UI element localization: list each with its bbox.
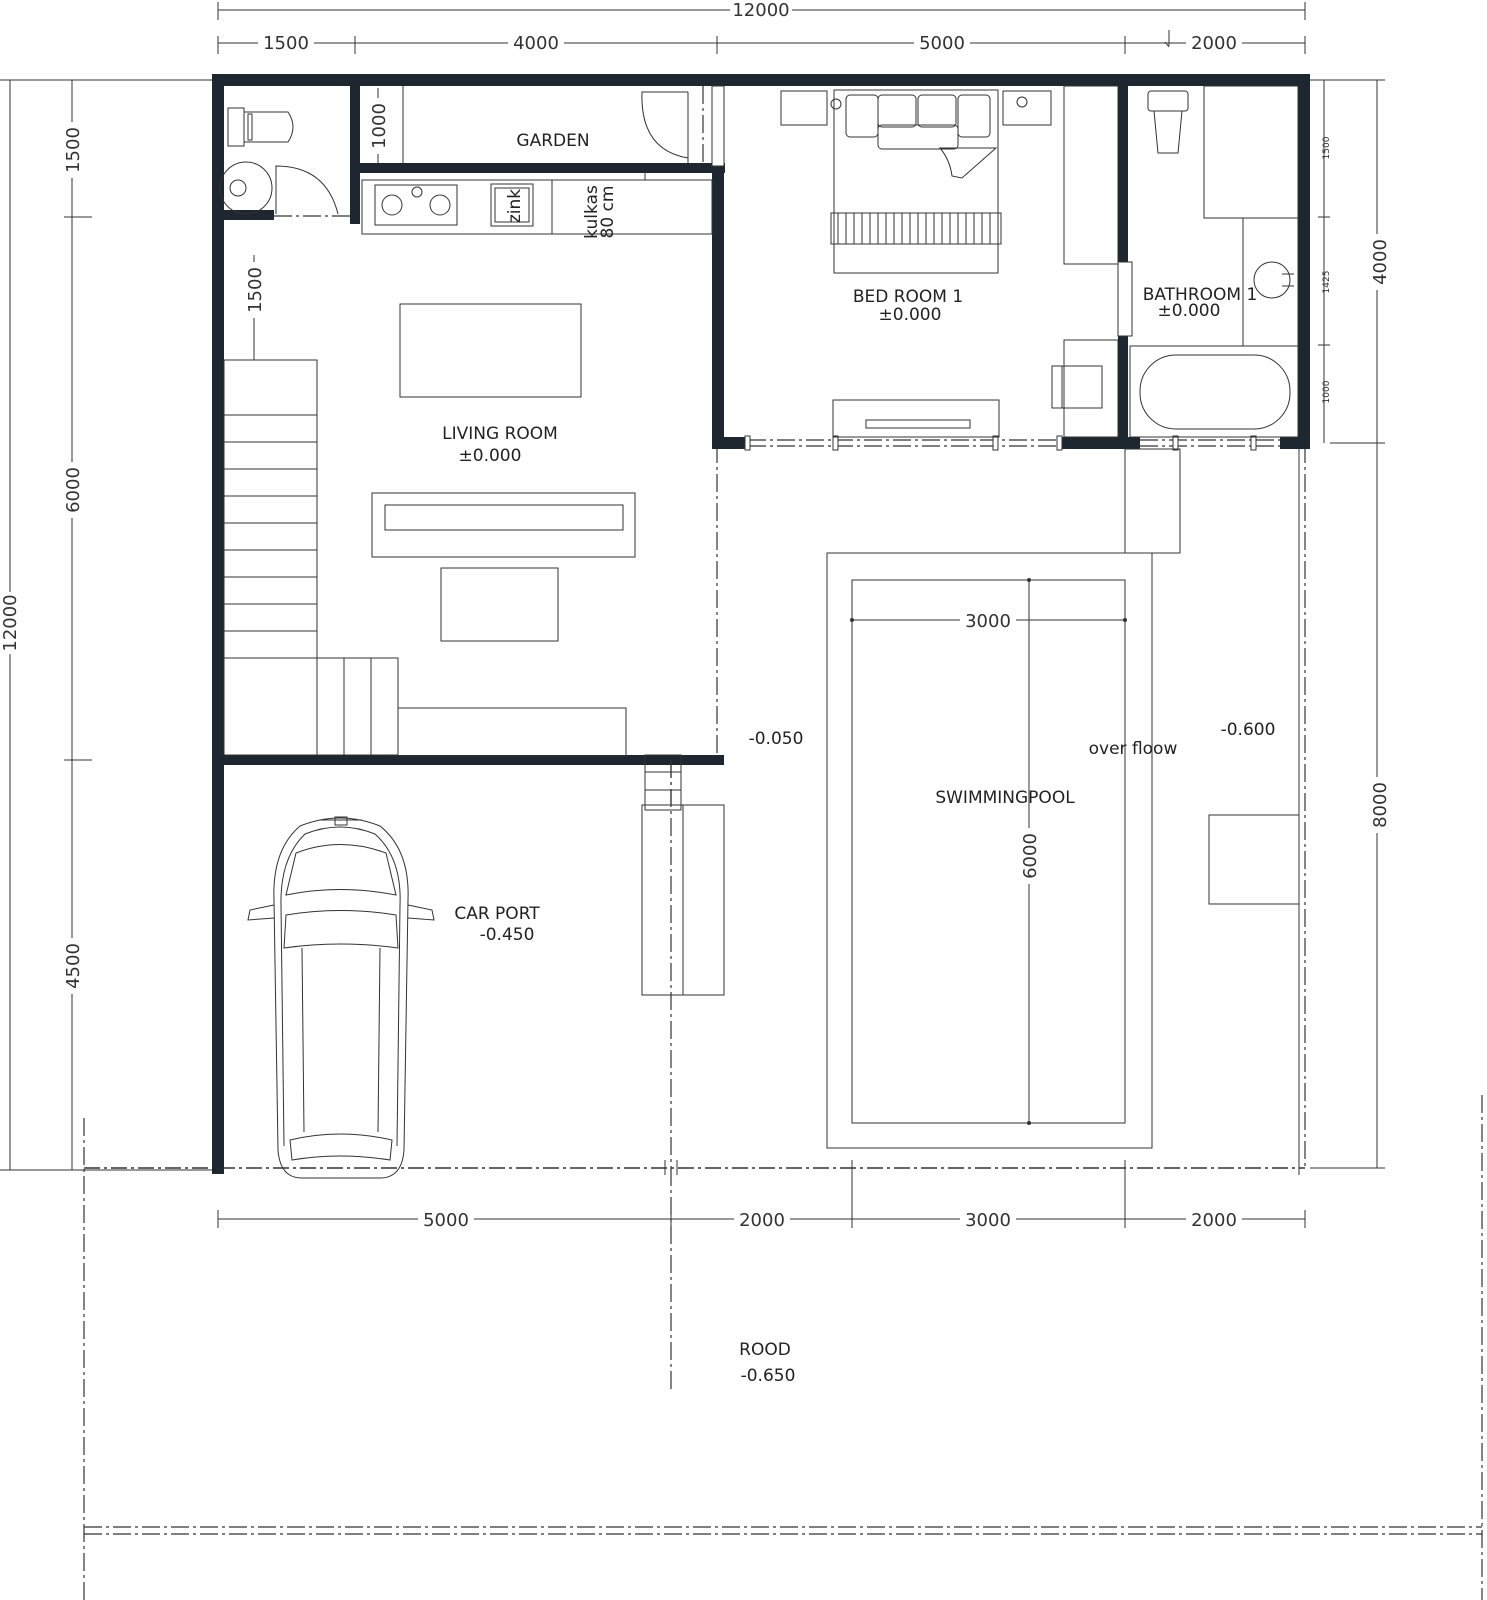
left-dimension-labels: 12000 1500 6000 4500 1000 1500: [0, 98, 390, 994]
bottom-dimension-2: 2000: [739, 1210, 785, 1231]
carport-name: CAR PORT: [454, 904, 540, 924]
wc-fixtures: [219, 107, 339, 215]
left-dimension-1: 1500: [63, 127, 84, 173]
deck-level: -0.050: [749, 729, 804, 749]
sink-label: zink: [505, 189, 525, 223]
top-dimension-4: 2000: [1191, 33, 1237, 54]
left-dimension-3: 4500: [63, 943, 84, 989]
garden-label: GARDEN: [516, 131, 589, 151]
walls: [212, 74, 1310, 1174]
bed-throw-stripes: [837, 213, 991, 244]
pool-area-level: -0.600: [1221, 720, 1276, 740]
bedroom-furniture: [780, 85, 1119, 438]
pool-name: SWIMMINGPOOL: [935, 788, 1075, 808]
right-dimension-upper: 4000: [1370, 239, 1391, 285]
right-dimension-lower: 8000: [1370, 782, 1391, 828]
living-room-name: LIVING ROOM: [442, 424, 558, 444]
stair-dimension: 1500: [245, 267, 266, 313]
outdoor-deck: [641, 448, 1300, 1149]
bottom-dimension-3: 3000: [965, 1210, 1011, 1231]
overflow-label: over floow: [1089, 739, 1178, 759]
fridge-label-line1: kulkas: [582, 185, 602, 239]
carport-level: -0.450: [480, 925, 535, 945]
bedroom-level: ±0.000: [879, 305, 942, 325]
road-level: -0.650: [741, 1366, 796, 1386]
fridge-label-line2: 80 cm: [598, 186, 618, 239]
bathroom-name: BATHROOM 1: [1143, 285, 1258, 305]
bottom-dimension-1: 5000: [423, 1210, 469, 1231]
left-total-dimension: 12000: [0, 594, 21, 651]
pool-length-dimension: 6000: [1020, 833, 1041, 879]
living-room-furniture: [371, 303, 636, 757]
bottom-dimension-4: 2000: [1191, 1210, 1237, 1231]
car-icon: [247, 816, 435, 1179]
bathroom-fixtures: [1129, 85, 1299, 438]
top-dimension-2: 4000: [513, 33, 559, 54]
top-dimension-1: 1500: [263, 33, 309, 54]
living-room-level: ±0.000: [459, 446, 522, 466]
stairs: [223, 359, 399, 756]
top-total-dimension: 12000: [732, 0, 789, 21]
bathroom-level: ±0.000: [1158, 301, 1221, 321]
pool-dimension-lines: 3000 6000: [850, 578, 1127, 1125]
top-dimension-3: 5000: [919, 33, 965, 54]
openings: [274, 85, 1280, 451]
right-small-dimension-1: 1500: [1322, 136, 1332, 159]
bedroom-name: BED ROOM 1: [853, 287, 963, 307]
right-small-dimension-3: 1000: [1322, 380, 1332, 403]
pool-width-dimension: 3000: [965, 611, 1011, 632]
right-small-dimension-2: 1425: [1322, 271, 1332, 294]
garden-depth-dimension: 1000: [369, 103, 390, 149]
right-dimension-labels: 4000 8000 1500 1425 1000: [1322, 136, 1391, 833]
top-dimension-labels: 12000 1500 4000 5000 2000: [258, 0, 1242, 54]
kitchen-counter: zink kulkas 80 cm: [361, 172, 713, 239]
bottom-dimension-labels: 5000 2000 3000 2000: [418, 1210, 1242, 1231]
garden-area: GARDEN: [402, 86, 704, 163]
property-lines: [83, 445, 1483, 1600]
road-name: ROOD: [739, 1340, 791, 1360]
left-dimension-2: 6000: [63, 467, 84, 513]
left-dimension-lines: [0, 79, 379, 1171]
